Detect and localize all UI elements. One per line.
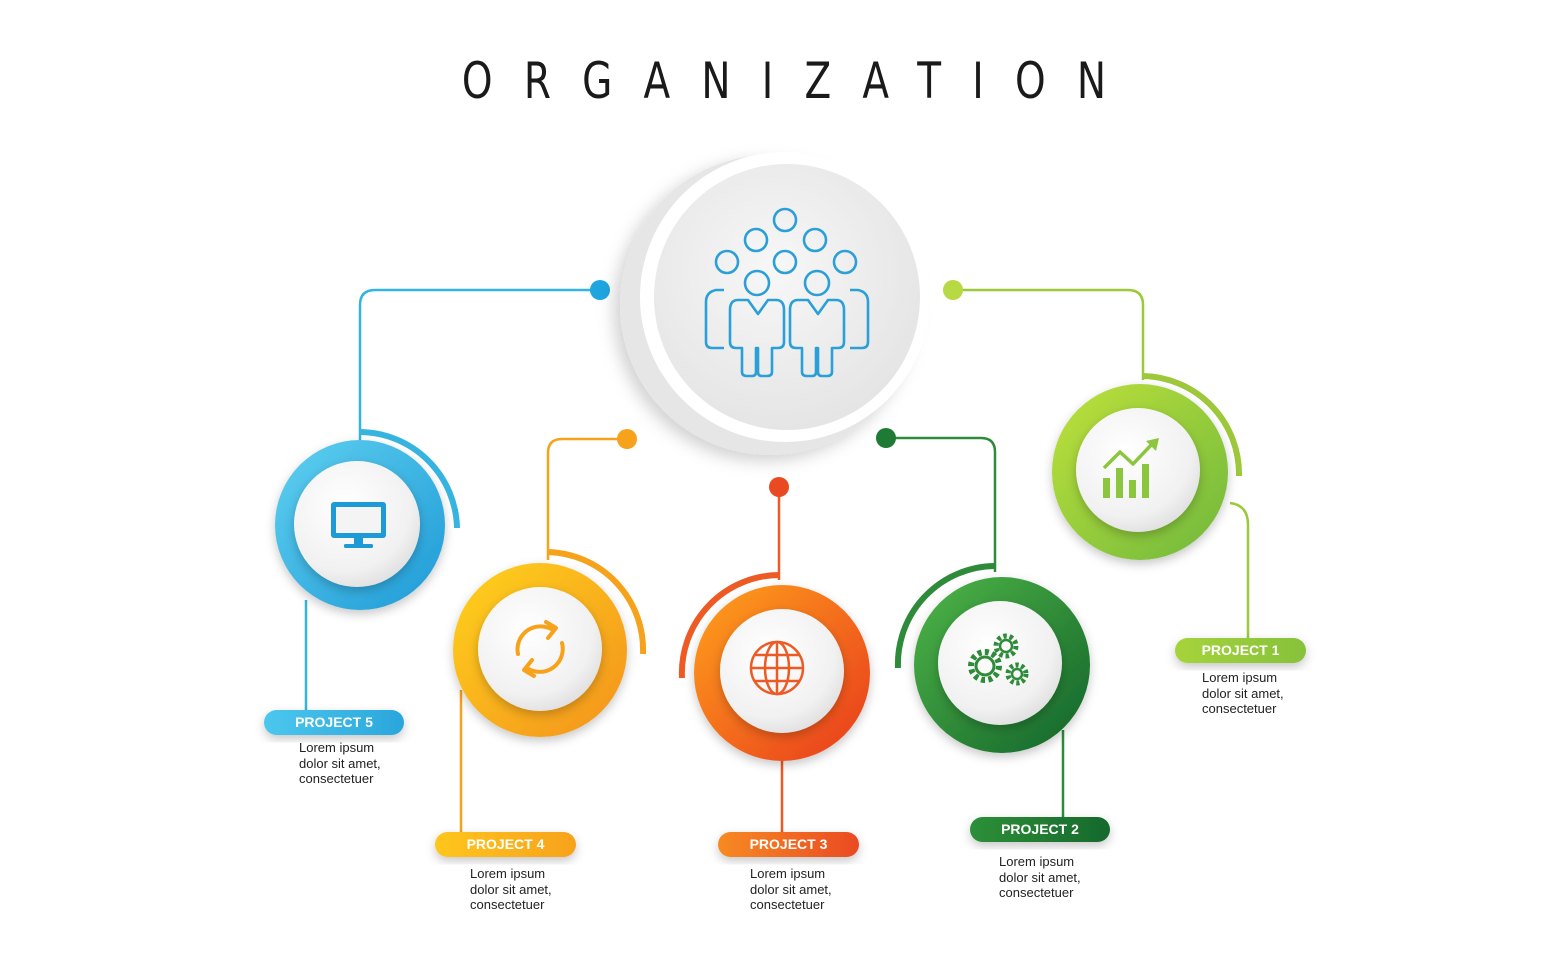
globe-icon (749, 640, 805, 696)
project-3-description: Lorem ipsum dolor sit amet, consectetuer (750, 866, 832, 913)
pill-bg-project-5 (264, 710, 404, 735)
description-line: dolor sit amet, (299, 755, 381, 771)
connector-project-4 (546, 437, 627, 560)
people-group-icon (704, 207, 870, 378)
project-1-node (1052, 373, 1243, 560)
growth-chart-icon (1102, 438, 1159, 498)
gears-icon (968, 633, 1029, 686)
project-5-description: Lorem ipsum dolor sit amet, consectetuer (299, 740, 381, 787)
description-line: consectetuer (470, 897, 545, 912)
description-line: consectetuer (1202, 701, 1277, 716)
connectors (304, 288, 1250, 832)
project-2-node (894, 563, 1090, 753)
connector-project-5 (358, 288, 600, 440)
stem-project-1 (1229, 501, 1250, 638)
project-4-label: PROJECT 4 (466, 836, 545, 852)
description-line: dolor sit amet, (1202, 685, 1284, 701)
description-line: dolor sit amet, (999, 869, 1081, 885)
connector-dots (590, 280, 963, 497)
diagram-title: ORGANIZATION (461, 52, 1138, 110)
label-pills (264, 638, 1306, 857)
project-3-node (678, 572, 870, 761)
pill-bg-project-3 (718, 832, 859, 857)
description-line: dolor sit amet, (750, 881, 832, 897)
description-line: dolor sit amet, (470, 881, 552, 897)
project-1-description: Lorem ipsum dolor sit amet, consectetuer (1202, 670, 1284, 717)
pill-bg-project-2 (970, 817, 1110, 842)
project-4-description: Lorem ipsum dolor sit amet, consectetuer (470, 866, 552, 913)
center-node (620, 152, 930, 455)
pill-bg-project-1 (1175, 638, 1306, 663)
description-line: Lorem ipsum (750, 866, 826, 881)
pill-bg-project-4 (435, 832, 576, 857)
description-line: Lorem ipsum (999, 854, 1075, 869)
project-2-description: Lorem ipsum dolor sit amet, consectetuer (999, 854, 1081, 901)
project-4-node (453, 549, 647, 737)
project-5-label: PROJECT 5 (295, 714, 373, 730)
dot-project-3 (769, 477, 789, 497)
dot-project-4 (617, 429, 637, 449)
connector-project-2 (886, 436, 997, 572)
description-line: Lorem ipsum (1202, 670, 1278, 685)
monitor-icon (331, 502, 386, 548)
project-5-node (275, 429, 460, 610)
dot-project-1 (943, 280, 963, 300)
dot-project-5 (590, 280, 610, 300)
project-2-label: PROJECT 2 (1001, 821, 1079, 837)
dot-project-2 (876, 428, 896, 448)
description-line: consectetuer (999, 885, 1074, 900)
description-line: Lorem ipsum (299, 740, 375, 755)
description-line: consectetuer (299, 771, 374, 786)
description-line: Lorem ipsum (470, 866, 546, 881)
refresh-arrows-icon (515, 620, 565, 678)
project-3-label: PROJECT 3 (749, 836, 828, 852)
description-line: consectetuer (750, 897, 825, 912)
project-1-label: PROJECT 1 (1201, 642, 1280, 658)
connector-project-1 (953, 288, 1145, 380)
